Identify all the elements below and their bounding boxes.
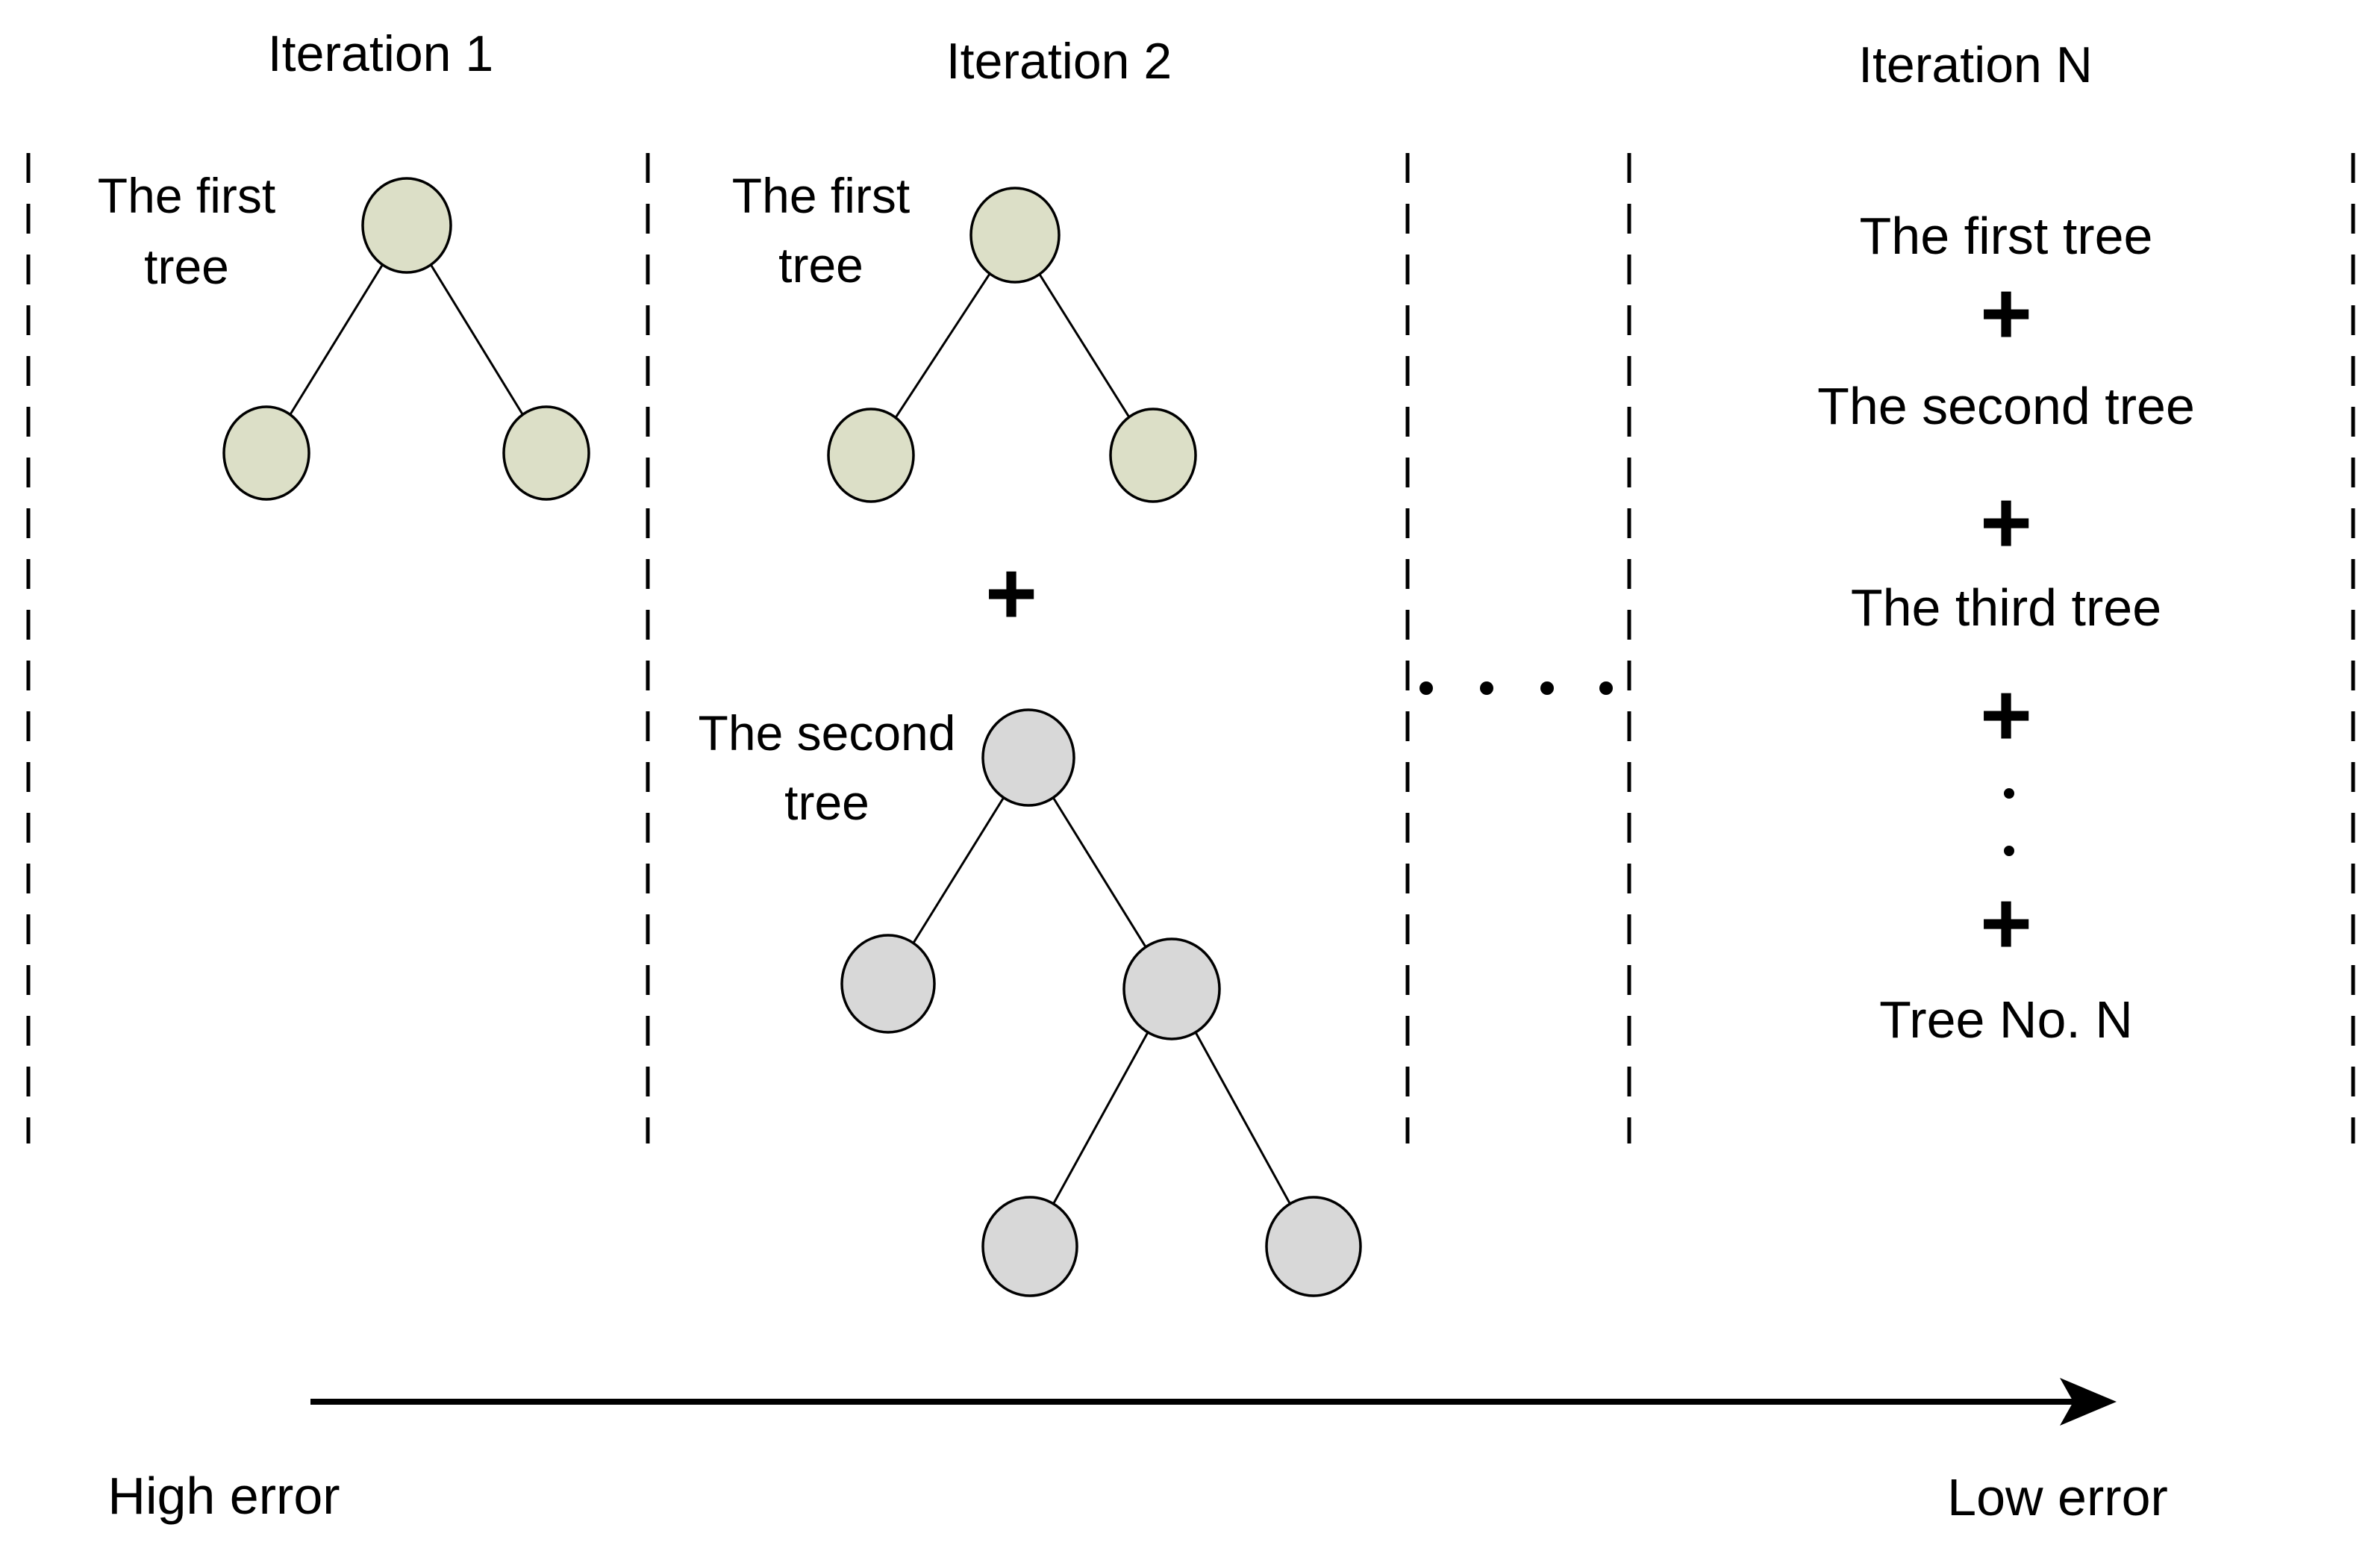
tree-node-leaf xyxy=(1109,408,1197,503)
iteration2-plus-sign: + xyxy=(985,543,1037,643)
tree-node-leaf xyxy=(827,408,915,503)
error-axis xyxy=(310,1378,2117,1426)
iterationN-title: Iteration N xyxy=(1858,37,2093,93)
first-tree-label-line2: tree xyxy=(778,237,863,293)
ellipsis-dot xyxy=(1540,681,1554,695)
ellipsis-dot xyxy=(1480,681,1493,695)
iteration1-first-tree: The first tree xyxy=(98,168,590,501)
vertical-ellipsis-dot xyxy=(2004,846,2014,856)
plus-sign: + xyxy=(1980,472,2032,572)
iterationN-sum-column: The first tree + The second tree + The t… xyxy=(1817,207,2195,1049)
high-error-label: High error xyxy=(107,1467,340,1525)
tree-node-leaf xyxy=(981,1196,1078,1297)
plus-sign: + xyxy=(1980,263,2032,363)
sum-item-tree-no-n: Tree No. N xyxy=(1879,990,2133,1049)
sum-item-first-tree: The first tree xyxy=(1860,207,2153,265)
first-tree-label-line1: The first xyxy=(732,168,910,223)
vertical-ellipsis-dot xyxy=(2004,788,2014,799)
second-tree-label-line1: The second xyxy=(699,705,956,761)
iteration2-second-tree: The second tree xyxy=(699,705,1362,1297)
tree-node-leaf xyxy=(840,934,936,1034)
iteration1-title: Iteration 1 xyxy=(268,25,493,82)
tree-node-root xyxy=(969,187,1061,284)
sum-item-third-tree: The third tree xyxy=(1851,578,2161,637)
tree-node-leaf xyxy=(222,405,310,501)
horizontal-ellipsis-dots xyxy=(1419,681,1613,695)
ellipsis-dot xyxy=(1419,681,1433,695)
second-tree-label-line2: tree xyxy=(784,775,869,830)
iteration2-first-tree: The first tree xyxy=(732,168,1197,503)
ellipsis-dot xyxy=(1599,681,1613,695)
sum-item-second-tree: The second tree xyxy=(1817,377,2195,435)
first-tree-label-line2: tree xyxy=(144,239,229,294)
iteration2-title: Iteration 2 xyxy=(946,33,1172,90)
arrow-head-icon xyxy=(2060,1378,2117,1426)
low-error-label: Low error xyxy=(1947,1468,2168,1526)
tree-node-leaf xyxy=(502,405,590,501)
tree-node-root xyxy=(361,177,452,274)
plus-sign: + xyxy=(1980,873,2032,973)
first-tree-label-line1: The first xyxy=(98,168,275,223)
tree-node-leaf xyxy=(1265,1196,1362,1297)
tree-node-root xyxy=(981,708,1075,807)
tree-node-internal xyxy=(1122,937,1221,1040)
plus-sign: + xyxy=(1980,665,2032,765)
